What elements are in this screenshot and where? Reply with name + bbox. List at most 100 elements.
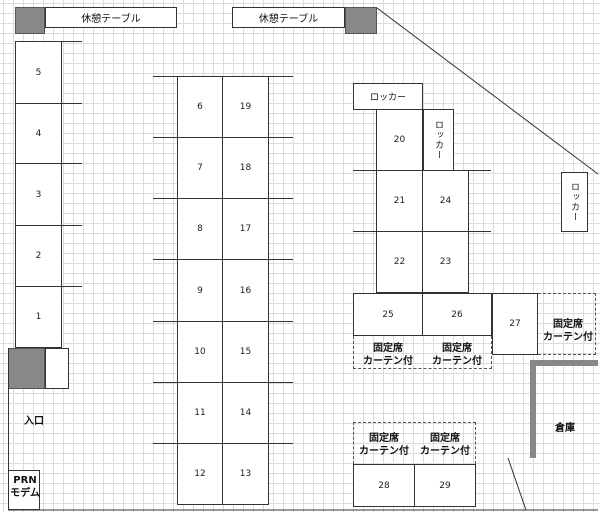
storage-label: 倉庫 xyxy=(555,423,575,434)
pillar-entrance xyxy=(8,348,45,389)
desk-edge xyxy=(153,259,177,260)
desk-edge xyxy=(62,225,82,226)
seat-10-label: 10 xyxy=(194,347,206,357)
seat-3-label: 3 xyxy=(35,189,42,200)
desk-edge xyxy=(269,321,293,322)
seat-12-label: 12 xyxy=(194,469,206,479)
desk-edge xyxy=(469,231,491,232)
seat-18[interactable]: 18 xyxy=(222,137,269,199)
seat-29[interactable]: 29 xyxy=(414,464,476,507)
seat-2[interactable]: 2 xyxy=(15,225,62,287)
locker-top[interactable]: ロッカー xyxy=(353,83,423,110)
seat-20[interactable]: 20 xyxy=(376,109,423,171)
desk-edge xyxy=(353,231,376,232)
desk-edge xyxy=(62,163,82,164)
desk-edge xyxy=(153,198,177,199)
fixed-curtain-27-label: 固定席 カーテン付 xyxy=(543,319,593,343)
seat-4[interactable]: 4 xyxy=(15,103,62,164)
seat-28-label: 28 xyxy=(378,480,390,491)
seat-12[interactable]: 12 xyxy=(177,443,223,505)
seat-26[interactable]: 26 xyxy=(422,293,492,336)
seat-28[interactable]: 28 xyxy=(353,464,415,507)
seat-1[interactable]: 1 xyxy=(15,286,62,348)
storage-wall-left xyxy=(530,360,536,458)
seat-26-label: 26 xyxy=(451,309,463,320)
seat-11[interactable]: 11 xyxy=(177,382,223,444)
seat-29-label: 29 xyxy=(439,480,451,491)
seat-22-label: 22 xyxy=(393,257,406,267)
fixed-curtain-28-label: 固定席 カーテン付 xyxy=(359,433,409,457)
seat-9[interactable]: 9 xyxy=(177,259,223,322)
curtain-area-27 xyxy=(538,293,596,355)
seat-14-label: 14 xyxy=(239,408,252,418)
locker-mid-label: ロッカー xyxy=(433,120,443,160)
seat-16-label: 16 xyxy=(239,285,252,296)
break-table-2-label: 休憩テーブル xyxy=(258,14,319,25)
prn-modem-box[interactable] xyxy=(8,470,40,510)
seat-15-label: 15 xyxy=(239,347,252,357)
pillar-top-right xyxy=(345,7,377,34)
seat-21-label: 21 xyxy=(393,196,406,206)
desk-edge xyxy=(153,443,177,444)
desk-edge xyxy=(469,170,491,171)
break-table-1-label: 休憩テーブル xyxy=(81,14,141,25)
break-table-2[interactable]: 休憩テーブル xyxy=(232,7,345,28)
seat-8-label: 8 xyxy=(197,224,203,234)
desk-edge xyxy=(269,76,293,77)
seat-19-label: 19 xyxy=(239,102,252,112)
seat-13-label: 13 xyxy=(239,469,252,479)
seat-8[interactable]: 8 xyxy=(177,198,223,260)
seat-27-label: 27 xyxy=(509,319,521,329)
desk-edge xyxy=(269,198,293,199)
seat-6-label: 6 xyxy=(197,102,203,112)
seat-9-label: 9 xyxy=(197,285,203,296)
seat-25-label: 25 xyxy=(382,309,394,320)
entrance-label: 入口 xyxy=(24,416,44,427)
seat-13[interactable]: 13 xyxy=(222,443,269,505)
diagonal-wall xyxy=(376,7,599,175)
seat-19[interactable]: 19 xyxy=(222,76,269,138)
seat-3[interactable]: 3 xyxy=(15,163,62,226)
seat-22[interactable]: 22 xyxy=(376,231,423,293)
seat-16[interactable]: 16 xyxy=(222,259,269,322)
seat-24[interactable]: 24 xyxy=(422,170,469,232)
seat-7[interactable]: 7 xyxy=(177,137,223,199)
locker-mid[interactable]: ロッカー xyxy=(423,109,454,171)
seat-21[interactable]: 21 xyxy=(376,170,423,232)
desk-edge xyxy=(62,41,82,42)
fixed-curtain-26-label: 固定席 カーテン付 xyxy=(432,343,482,367)
seat-4-label: 4 xyxy=(35,128,42,139)
locker-right[interactable]: ロッカー xyxy=(561,172,588,232)
seat-25[interactable]: 25 xyxy=(353,293,423,336)
seat-20-label: 20 xyxy=(393,135,406,145)
seat-2-label: 2 xyxy=(35,251,42,261)
seat-1-label: 1 xyxy=(35,312,42,322)
seat-11-label: 11 xyxy=(194,408,206,418)
seat-5[interactable]: 5 xyxy=(15,41,62,104)
seat-15[interactable]: 15 xyxy=(222,321,269,383)
desk-edge xyxy=(153,321,177,322)
curtain-area-28-29 xyxy=(353,422,476,464)
desk-edge xyxy=(153,137,177,138)
seat-10[interactable]: 10 xyxy=(177,321,223,383)
desk-edge xyxy=(353,170,376,171)
desk-edge xyxy=(269,382,293,383)
break-table-1[interactable]: 休憩テーブル xyxy=(45,7,177,28)
entrance-box xyxy=(45,348,69,389)
seat-23[interactable]: 23 xyxy=(422,231,469,293)
left-wall xyxy=(8,348,9,510)
desk-edge xyxy=(62,286,82,287)
seat-6[interactable]: 6 xyxy=(177,76,223,138)
desk-edge xyxy=(153,382,177,383)
seat-27[interactable]: 27 xyxy=(492,293,538,355)
desk-edge xyxy=(269,259,293,260)
storage-wall-top xyxy=(530,360,598,366)
desk-edge xyxy=(269,443,293,444)
seat-14[interactable]: 14 xyxy=(222,382,269,444)
seat-17[interactable]: 17 xyxy=(222,198,269,260)
fixed-curtain-25-label: 固定席 カーテン付 xyxy=(363,343,413,367)
locker-top-label: ロッカー xyxy=(369,93,406,103)
desk-edge xyxy=(62,103,82,104)
fixed-curtain-29-label: 固定席 カーテン付 xyxy=(420,433,470,457)
seat-24-label: 24 xyxy=(439,196,452,206)
